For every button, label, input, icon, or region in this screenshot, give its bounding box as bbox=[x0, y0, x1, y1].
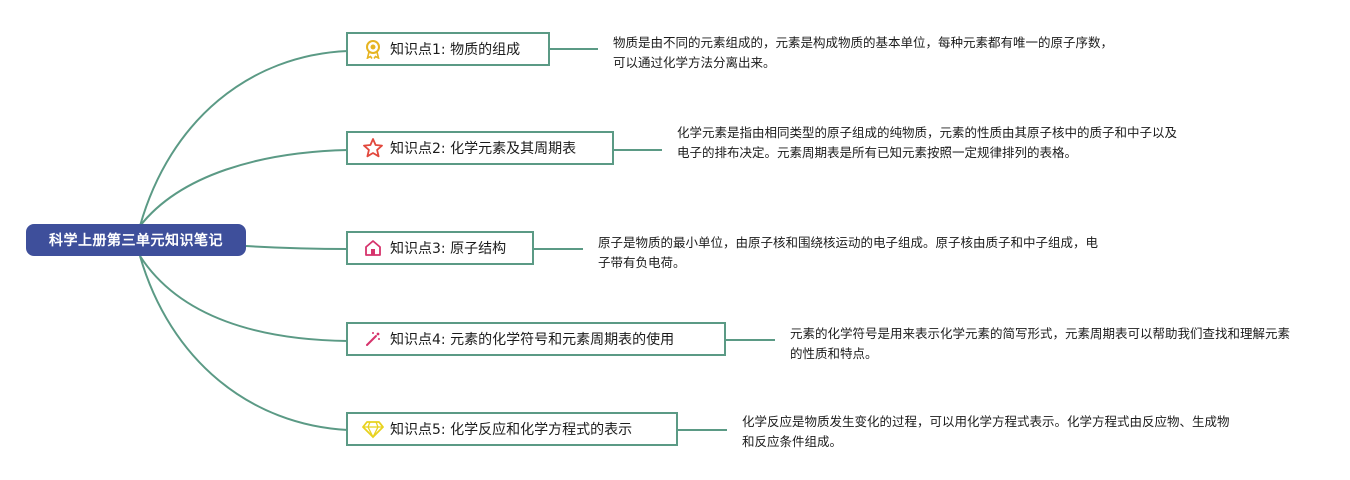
branch-line-2 bbox=[139, 149, 349, 227]
topic-node-3[interactable]: 知识点3: 原子结构 bbox=[346, 231, 534, 265]
star-icon bbox=[362, 137, 384, 159]
branch-line-1 bbox=[139, 50, 349, 227]
branch-line-4 bbox=[139, 255, 349, 342]
root-node[interactable]: 科学上册第三单元知识笔记 bbox=[26, 224, 246, 256]
topic-label-5: 知识点5: 化学反应和化学方程式的表示 bbox=[390, 422, 633, 438]
topic-node-5[interactable]: 知识点5: 化学反应和化学方程式的表示 bbox=[346, 412, 678, 446]
topic-label-4: 知识点4: 元素的化学符号和元素周期表的使用 bbox=[390, 332, 675, 348]
magic-wand-icon bbox=[362, 328, 384, 350]
topic-node-1[interactable]: 知识点1: 物质的组成 bbox=[346, 32, 550, 66]
topic-description-3: 原子是物质的最小单位，由原子核和围绕核运动的电子组成。原子核由质子和中子组成，电… bbox=[598, 235, 1099, 270]
medal-icon bbox=[362, 38, 384, 60]
topic-description-1: 物质是由不同的元素组成的，元素是构成物质的基本单位，每种元素都有唯一的原子序数，… bbox=[613, 35, 1114, 70]
topic-label-3: 知识点3: 原子结构 bbox=[390, 241, 507, 257]
root-title: 科学上册第三单元知识笔记 bbox=[49, 233, 223, 249]
home-icon bbox=[362, 237, 384, 259]
topic-node-2[interactable]: 知识点2: 化学元素及其周期表 bbox=[346, 131, 614, 165]
topic-description-2: 化学元素是指由相同类型的原子组成的纯物质，元素的性质由其原子核中的质子和中子以及… bbox=[677, 125, 1178, 160]
topic-description-4: 元素的化学符号是用来表示化学元素的简写形式，元素周期表可以帮助我们查找和理解元素… bbox=[790, 326, 1291, 361]
topic-description-5: 化学反应是物质发生变化的过程，可以用化学方程式表示。化学方程式由反应物、生成物和… bbox=[742, 414, 1230, 449]
diamond-icon bbox=[362, 418, 384, 440]
branch-line-5 bbox=[139, 255, 349, 431]
topic-label-2: 知识点2: 化学元素及其周期表 bbox=[390, 141, 577, 157]
topic-label-1: 知识点1: 物质的组成 bbox=[390, 42, 521, 58]
branch-line-3 bbox=[245, 245, 349, 250]
topic-node-4[interactable]: 知识点4: 元素的化学符号和元素周期表的使用 bbox=[346, 322, 726, 356]
